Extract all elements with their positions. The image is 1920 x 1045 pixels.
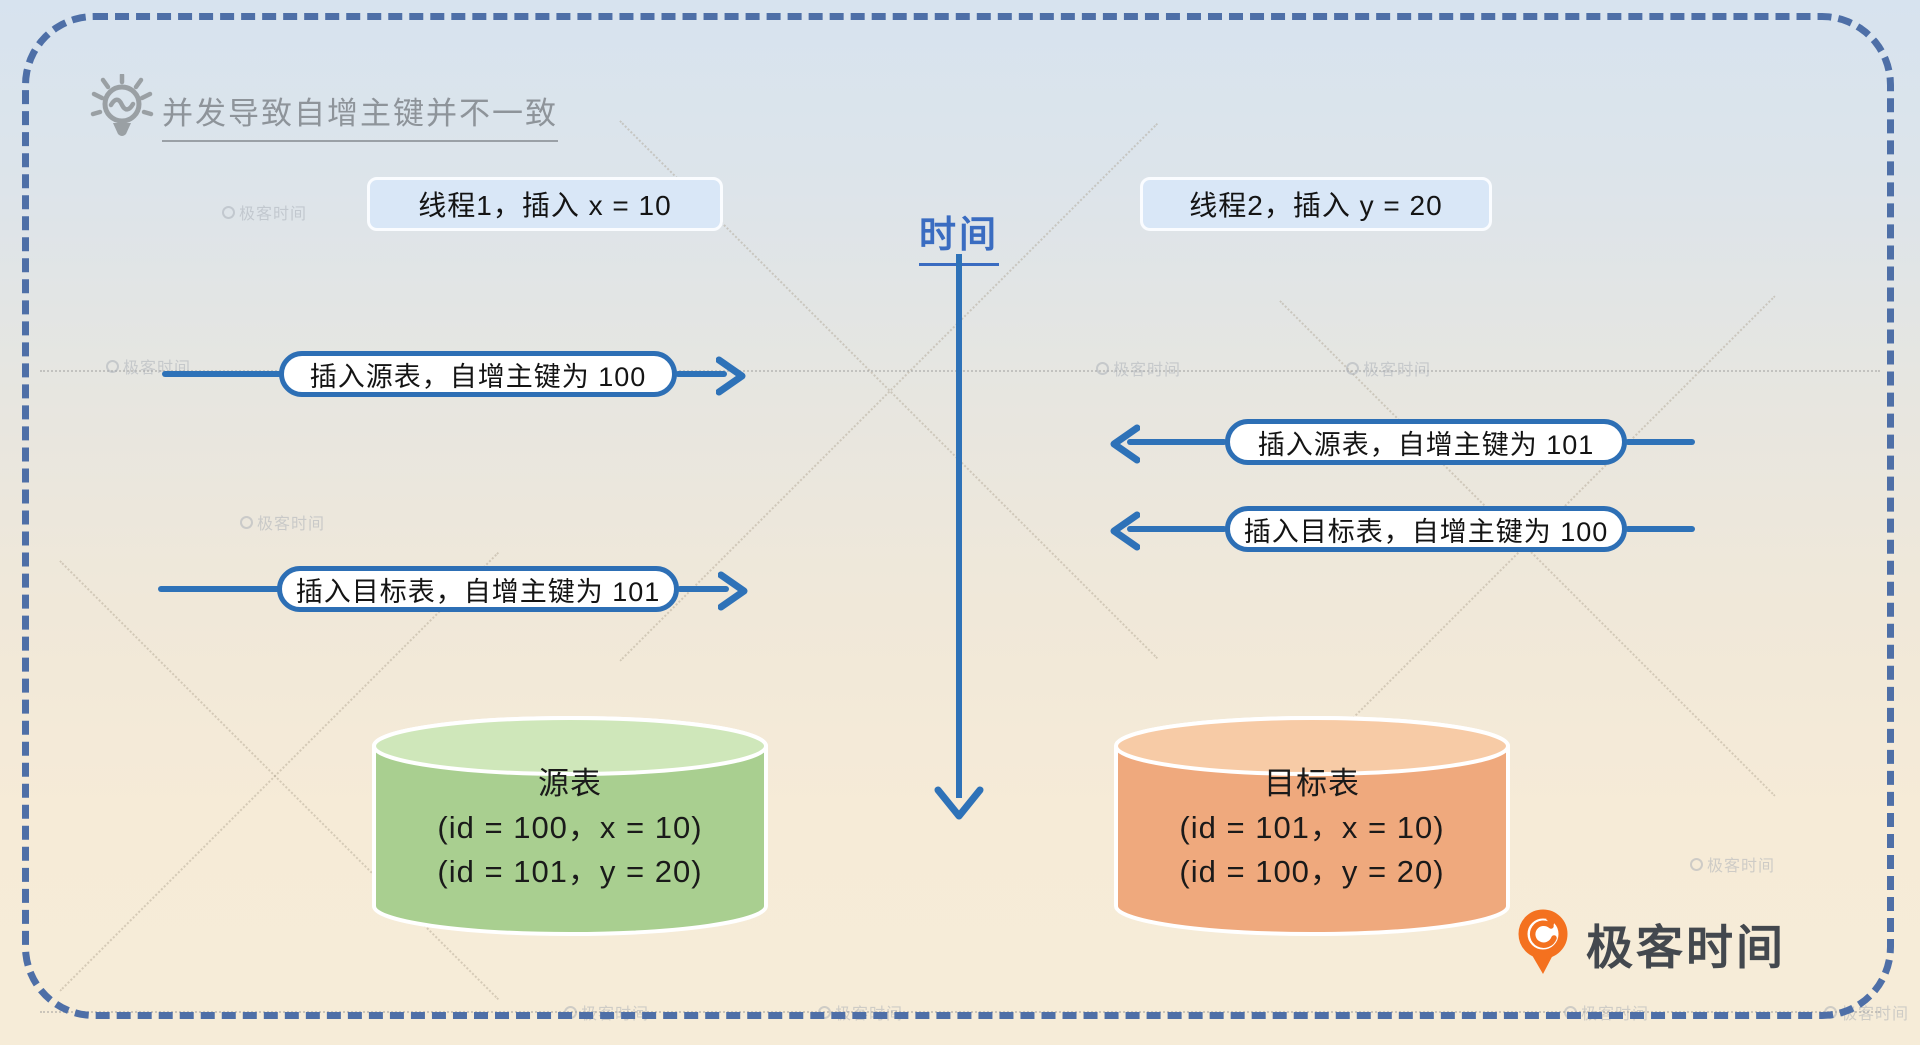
step1-arrowhead-right-icon (716, 356, 746, 396)
source-table-cylinder: 源表 (id = 100，x = 10) (id = 101，y = 20) (370, 714, 770, 940)
watermark-logo-icon (1346, 361, 1359, 375)
source-table-text: 源表 (id = 100，x = 10) (id = 101，y = 20) (370, 762, 770, 894)
target-table-cylinder: 目标表 (id = 101，x = 10) (id = 100，y = 20) (1112, 714, 1512, 940)
target-table-row: (id = 100，y = 20) (1179, 854, 1445, 889)
watermark-logo-icon (1096, 361, 1109, 375)
source-table-name: 源表 (538, 766, 602, 801)
step3-pill: 插入目标表，自增主键为 100 (1225, 506, 1627, 552)
step2-pill: 插入源表，自增主键为 101 (1225, 419, 1627, 465)
cylinder-shape (1114, 716, 1510, 936)
step3-lead-line (1625, 526, 1695, 532)
watermark-logo-icon (1690, 857, 1703, 871)
time-axis-arrow (934, 254, 984, 820)
cylinder-shape (372, 716, 768, 936)
step2-arrow-line (1127, 439, 1227, 445)
step4-lead-line (158, 586, 280, 592)
step2-arrowhead-left-icon (1110, 424, 1140, 464)
source-table-row: (id = 100，x = 10) (437, 810, 703, 845)
step4-arrow-line (677, 586, 729, 592)
watermark: 极客时间 (222, 200, 307, 224)
target-table-text: 目标表 (id = 101，x = 10) (id = 100，y = 20) (1112, 762, 1512, 894)
step2-lead-line (1625, 439, 1695, 445)
geektime-logo: 极客时间 (1516, 906, 1786, 980)
step3-arrow-line (1127, 526, 1227, 532)
target-table-row: (id = 101，x = 10) (1179, 810, 1445, 845)
watermark-logo-icon (106, 359, 119, 373)
step4-pill: 插入目标表，自增主键为 101 (277, 566, 679, 612)
watermark: 极客时间 (1690, 852, 1775, 876)
geektime-logo-icon (1518, 909, 1568, 974)
page-title: 并发导致自增主键并不一致 (162, 88, 558, 142)
geektime-logo-text: 极客时间 (1586, 920, 1786, 974)
step1-pill: 插入源表，自增主键为 100 (279, 351, 677, 397)
step1-lead-line (162, 371, 282, 377)
step3-arrowhead-left-icon (1110, 511, 1140, 551)
thread2-box: 线程2，插入 y = 20 (1140, 177, 1492, 231)
watermark: 极客时间 (240, 510, 325, 534)
watermark: 极客时间 (1096, 356, 1181, 380)
watermark: 极客时间 (1346, 356, 1431, 380)
source-table-row: (id = 101，y = 20) (437, 854, 703, 889)
step1-arrow-line (675, 371, 727, 377)
target-table-name: 目标表 (1264, 766, 1360, 801)
thread1-box: 线程1，插入 x = 10 (367, 177, 723, 231)
watermark-logo-icon (222, 205, 235, 219)
lightbulb-icon (90, 74, 154, 136)
dashed-border-frame (22, 13, 1894, 1019)
step4-arrowhead-right-icon (718, 571, 748, 611)
watermark-logo-icon (240, 515, 253, 529)
